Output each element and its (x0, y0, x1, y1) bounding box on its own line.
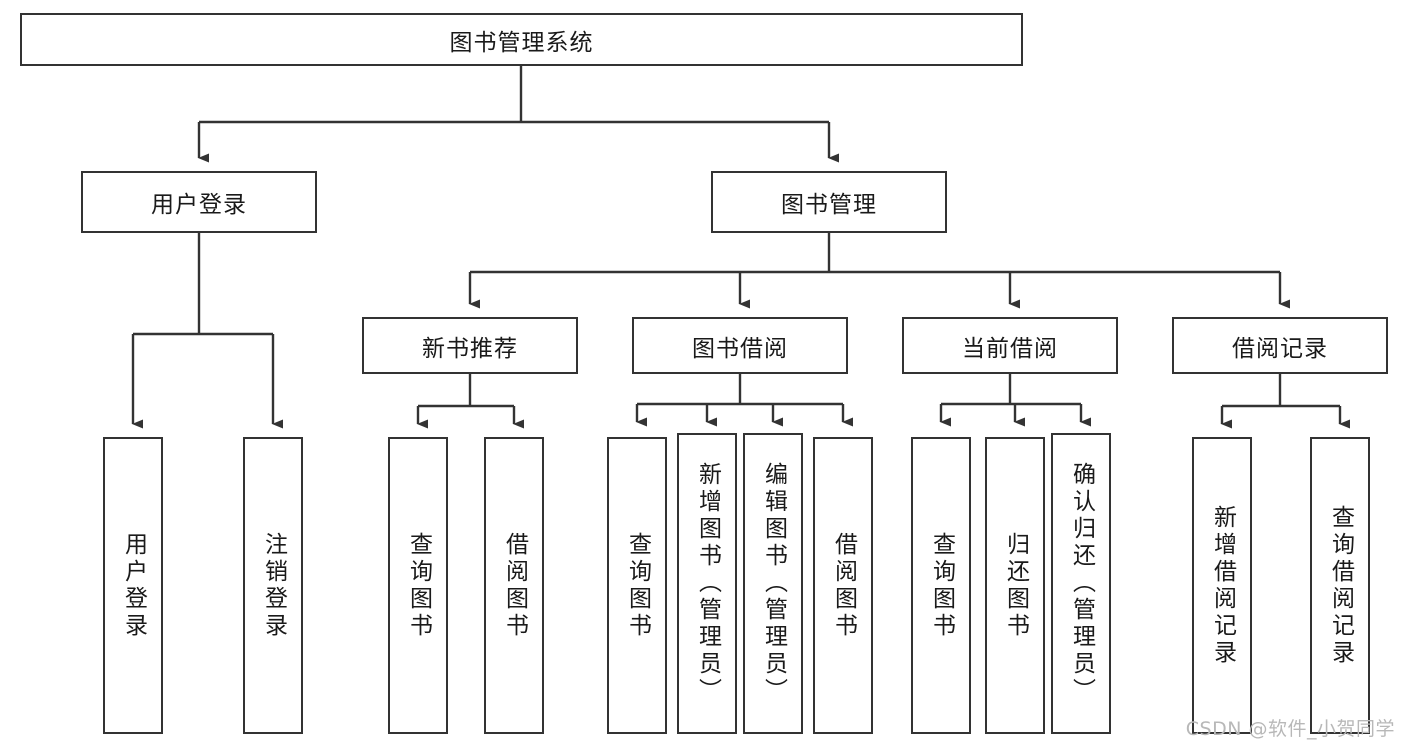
node-label: 图书借阅 (692, 335, 788, 362)
node-leaf-br-add[interactable]: 新增借阅记录 (1192, 437, 1252, 734)
node-label: 注销登录 (260, 531, 287, 640)
node-leaf-rec-borrow[interactable]: 借阅图书 (484, 437, 544, 734)
node-label: 确认归还（管理员） (1068, 462, 1095, 705)
node-book-borrow[interactable]: 图书借阅 (632, 317, 848, 374)
node-leaf-br-query[interactable]: 查询借阅记录 (1310, 437, 1370, 734)
node-label: 归还图书 (1002, 531, 1029, 640)
node-leaf-cb-return[interactable]: 归还图书 (985, 437, 1045, 734)
node-leaf-user-login[interactable]: 用户登录 (103, 437, 163, 734)
node-leaf-bb-borrow[interactable]: 借阅图书 (813, 437, 873, 734)
node-label: 查询借阅记录 (1327, 504, 1354, 667)
node-new-book-rec[interactable]: 新书推荐 (362, 317, 578, 374)
node-root[interactable]: 图书管理系统 (20, 13, 1023, 66)
node-label: 新增借阅记录 (1209, 504, 1236, 667)
node-label: 查询图书 (624, 531, 651, 640)
node-leaf-bb-add[interactable]: 新增图书（管理员） (677, 433, 737, 734)
node-user-login[interactable]: 用户登录 (81, 171, 317, 233)
node-leaf-cb-confirm[interactable]: 确认归还（管理员） (1051, 433, 1111, 734)
node-leaf-user-logout[interactable]: 注销登录 (243, 437, 303, 734)
node-label: 借阅图书 (501, 531, 528, 640)
node-label: 借阅图书 (830, 531, 857, 640)
node-leaf-cb-query[interactable]: 查询图书 (911, 437, 971, 734)
node-book-manage[interactable]: 图书管理 (711, 171, 947, 233)
node-label: 查询图书 (405, 531, 432, 640)
node-label: 编辑图书（管理员） (760, 462, 787, 705)
node-label: 用户登录 (120, 531, 147, 640)
node-leaf-bb-edit[interactable]: 编辑图书（管理员） (743, 433, 803, 734)
node-label: 借阅记录 (1232, 335, 1328, 362)
node-label: 新书推荐 (422, 335, 518, 362)
node-label: 用户登录 (151, 192, 247, 218)
node-label: 图书管理系统 (449, 29, 594, 56)
node-current-borrow[interactable]: 当前借阅 (902, 317, 1118, 374)
node-leaf-bb-query[interactable]: 查询图书 (607, 437, 667, 734)
node-leaf-rec-query[interactable]: 查询图书 (388, 437, 448, 734)
csdn-watermark: CSDN @软件_小贺同学 (1185, 718, 1395, 740)
node-label: 图书管理 (781, 192, 877, 218)
node-label: 当前借阅 (962, 335, 1058, 362)
node-label: 新增图书（管理员） (694, 462, 721, 705)
node-label: 查询图书 (928, 531, 955, 640)
node-borrow-record[interactable]: 借阅记录 (1172, 317, 1388, 374)
